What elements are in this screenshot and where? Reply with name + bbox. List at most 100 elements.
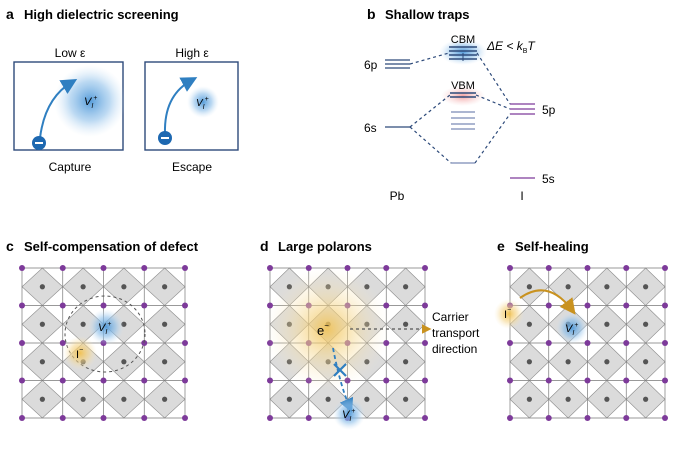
iodine-atom bbox=[141, 302, 148, 309]
pb-atom bbox=[643, 359, 649, 365]
iodine-atom bbox=[584, 377, 591, 384]
iodine-atom bbox=[141, 265, 148, 271]
iodine-atom bbox=[182, 377, 188, 384]
iodine-atom bbox=[267, 377, 273, 384]
electron-label: e− bbox=[317, 321, 329, 338]
lattice-e bbox=[507, 265, 668, 421]
high-epsilon-box bbox=[144, 61, 239, 151]
pb-atom bbox=[80, 321, 86, 327]
pb-6p-levels bbox=[385, 59, 410, 69]
pb-atom bbox=[604, 321, 610, 327]
iodine-atom bbox=[267, 265, 273, 271]
pb-6s-label: 6s bbox=[364, 121, 377, 135]
panel-b-letter: b bbox=[367, 6, 376, 22]
capture-label: Capture bbox=[49, 160, 92, 174]
iodine-atom bbox=[545, 302, 552, 309]
vbm-levels bbox=[450, 92, 476, 98]
panel-e-letter: e bbox=[497, 238, 505, 254]
iodine-atom bbox=[100, 377, 107, 384]
low-epsilon-label: Low ε bbox=[55, 46, 86, 60]
iodine-atom bbox=[422, 265, 428, 271]
iodine-atom bbox=[59, 302, 66, 309]
pb-atom bbox=[80, 396, 86, 402]
iodine-atom bbox=[19, 340, 25, 346]
panel-c: c Self-compensation of defect VI+ I− bbox=[6, 238, 199, 421]
pb-atom bbox=[604, 396, 610, 402]
panel-d-letter: d bbox=[260, 238, 269, 254]
pb-atom bbox=[604, 359, 610, 365]
iodine-atom bbox=[19, 377, 25, 384]
iodine-atom bbox=[584, 265, 591, 271]
d-vacancy-label: VI+ bbox=[342, 408, 355, 423]
iodine-atom bbox=[141, 415, 148, 421]
vbm-label: VBM bbox=[451, 80, 475, 92]
iodine-atom bbox=[584, 415, 591, 421]
pb-atom bbox=[403, 396, 409, 402]
iodine-atom bbox=[623, 340, 630, 346]
pb-atom bbox=[565, 359, 571, 365]
pb-atom bbox=[39, 284, 45, 290]
panel-c-title: Self-compensation of defect bbox=[24, 239, 199, 254]
c-interstitial-label: I− bbox=[76, 347, 83, 361]
pb-atom bbox=[526, 321, 532, 327]
vbm-glow bbox=[441, 86, 485, 106]
iodine-atom bbox=[383, 265, 390, 271]
iodine-atom bbox=[422, 415, 428, 421]
pb-atom bbox=[162, 284, 168, 290]
pb-atom bbox=[80, 284, 86, 290]
low-defect-label: VI+ bbox=[84, 95, 97, 110]
iodine-atom bbox=[19, 302, 25, 309]
pb-atom bbox=[121, 396, 127, 402]
pb-atom bbox=[162, 396, 168, 402]
panel-a: a High dielectric screening Low ε High ε… bbox=[6, 6, 239, 174]
pb-atom bbox=[565, 284, 571, 290]
iodine-atom bbox=[305, 415, 312, 421]
bonding-levels bbox=[451, 111, 475, 130]
healing-arrow bbox=[519, 289, 576, 315]
iodine-atom bbox=[662, 340, 668, 346]
iodine-atom bbox=[507, 377, 513, 384]
carrier-label-2: transport bbox=[432, 326, 480, 340]
iodine-atom bbox=[182, 265, 188, 271]
c-vacancy-glow bbox=[88, 309, 124, 345]
pb-atom bbox=[39, 359, 45, 365]
iodine-atom bbox=[623, 415, 630, 421]
pb-atom bbox=[403, 321, 409, 327]
iodine-atom bbox=[182, 415, 188, 421]
pb-atom bbox=[565, 396, 571, 402]
i-5p-label: 5p bbox=[542, 103, 556, 117]
pb-atom bbox=[325, 396, 331, 402]
iodine-atom bbox=[662, 377, 668, 384]
iodine-atom bbox=[422, 340, 428, 346]
panel-e: e Self-healing I− VI+ bbox=[494, 238, 668, 421]
iodine-atom bbox=[267, 415, 273, 421]
correlation-lines bbox=[409, 52, 511, 164]
iodine-atom bbox=[584, 302, 591, 309]
pb-atom bbox=[643, 396, 649, 402]
e-vacancy-glow bbox=[556, 312, 588, 344]
iodine-atom bbox=[19, 265, 25, 271]
iodine-atom bbox=[662, 415, 668, 421]
e-interstitial-glow bbox=[494, 299, 524, 329]
iodine-label: I bbox=[520, 189, 523, 203]
pb-atom bbox=[526, 284, 532, 290]
pb-atom bbox=[39, 396, 45, 402]
iodine-atom bbox=[59, 340, 66, 346]
iodine-atom bbox=[507, 265, 513, 271]
iodine-atom bbox=[623, 377, 630, 384]
panel-a-title: High dielectric screening bbox=[24, 7, 179, 22]
i-5p-levels bbox=[510, 103, 535, 115]
c-interstitial-glow bbox=[63, 336, 97, 370]
cbm-label: CBM bbox=[451, 34, 475, 46]
iodine-atom bbox=[59, 377, 66, 384]
c-vacancy-label: VI+ bbox=[98, 321, 111, 336]
escape-label: Escape bbox=[172, 160, 212, 174]
iodine-atom bbox=[59, 265, 66, 271]
iodine-atom bbox=[182, 302, 188, 309]
iodine-atom bbox=[383, 415, 390, 421]
iodine-atom bbox=[141, 377, 148, 384]
pb-atom bbox=[121, 359, 127, 365]
iodine-atom bbox=[545, 377, 552, 384]
pb-atom bbox=[643, 284, 649, 290]
